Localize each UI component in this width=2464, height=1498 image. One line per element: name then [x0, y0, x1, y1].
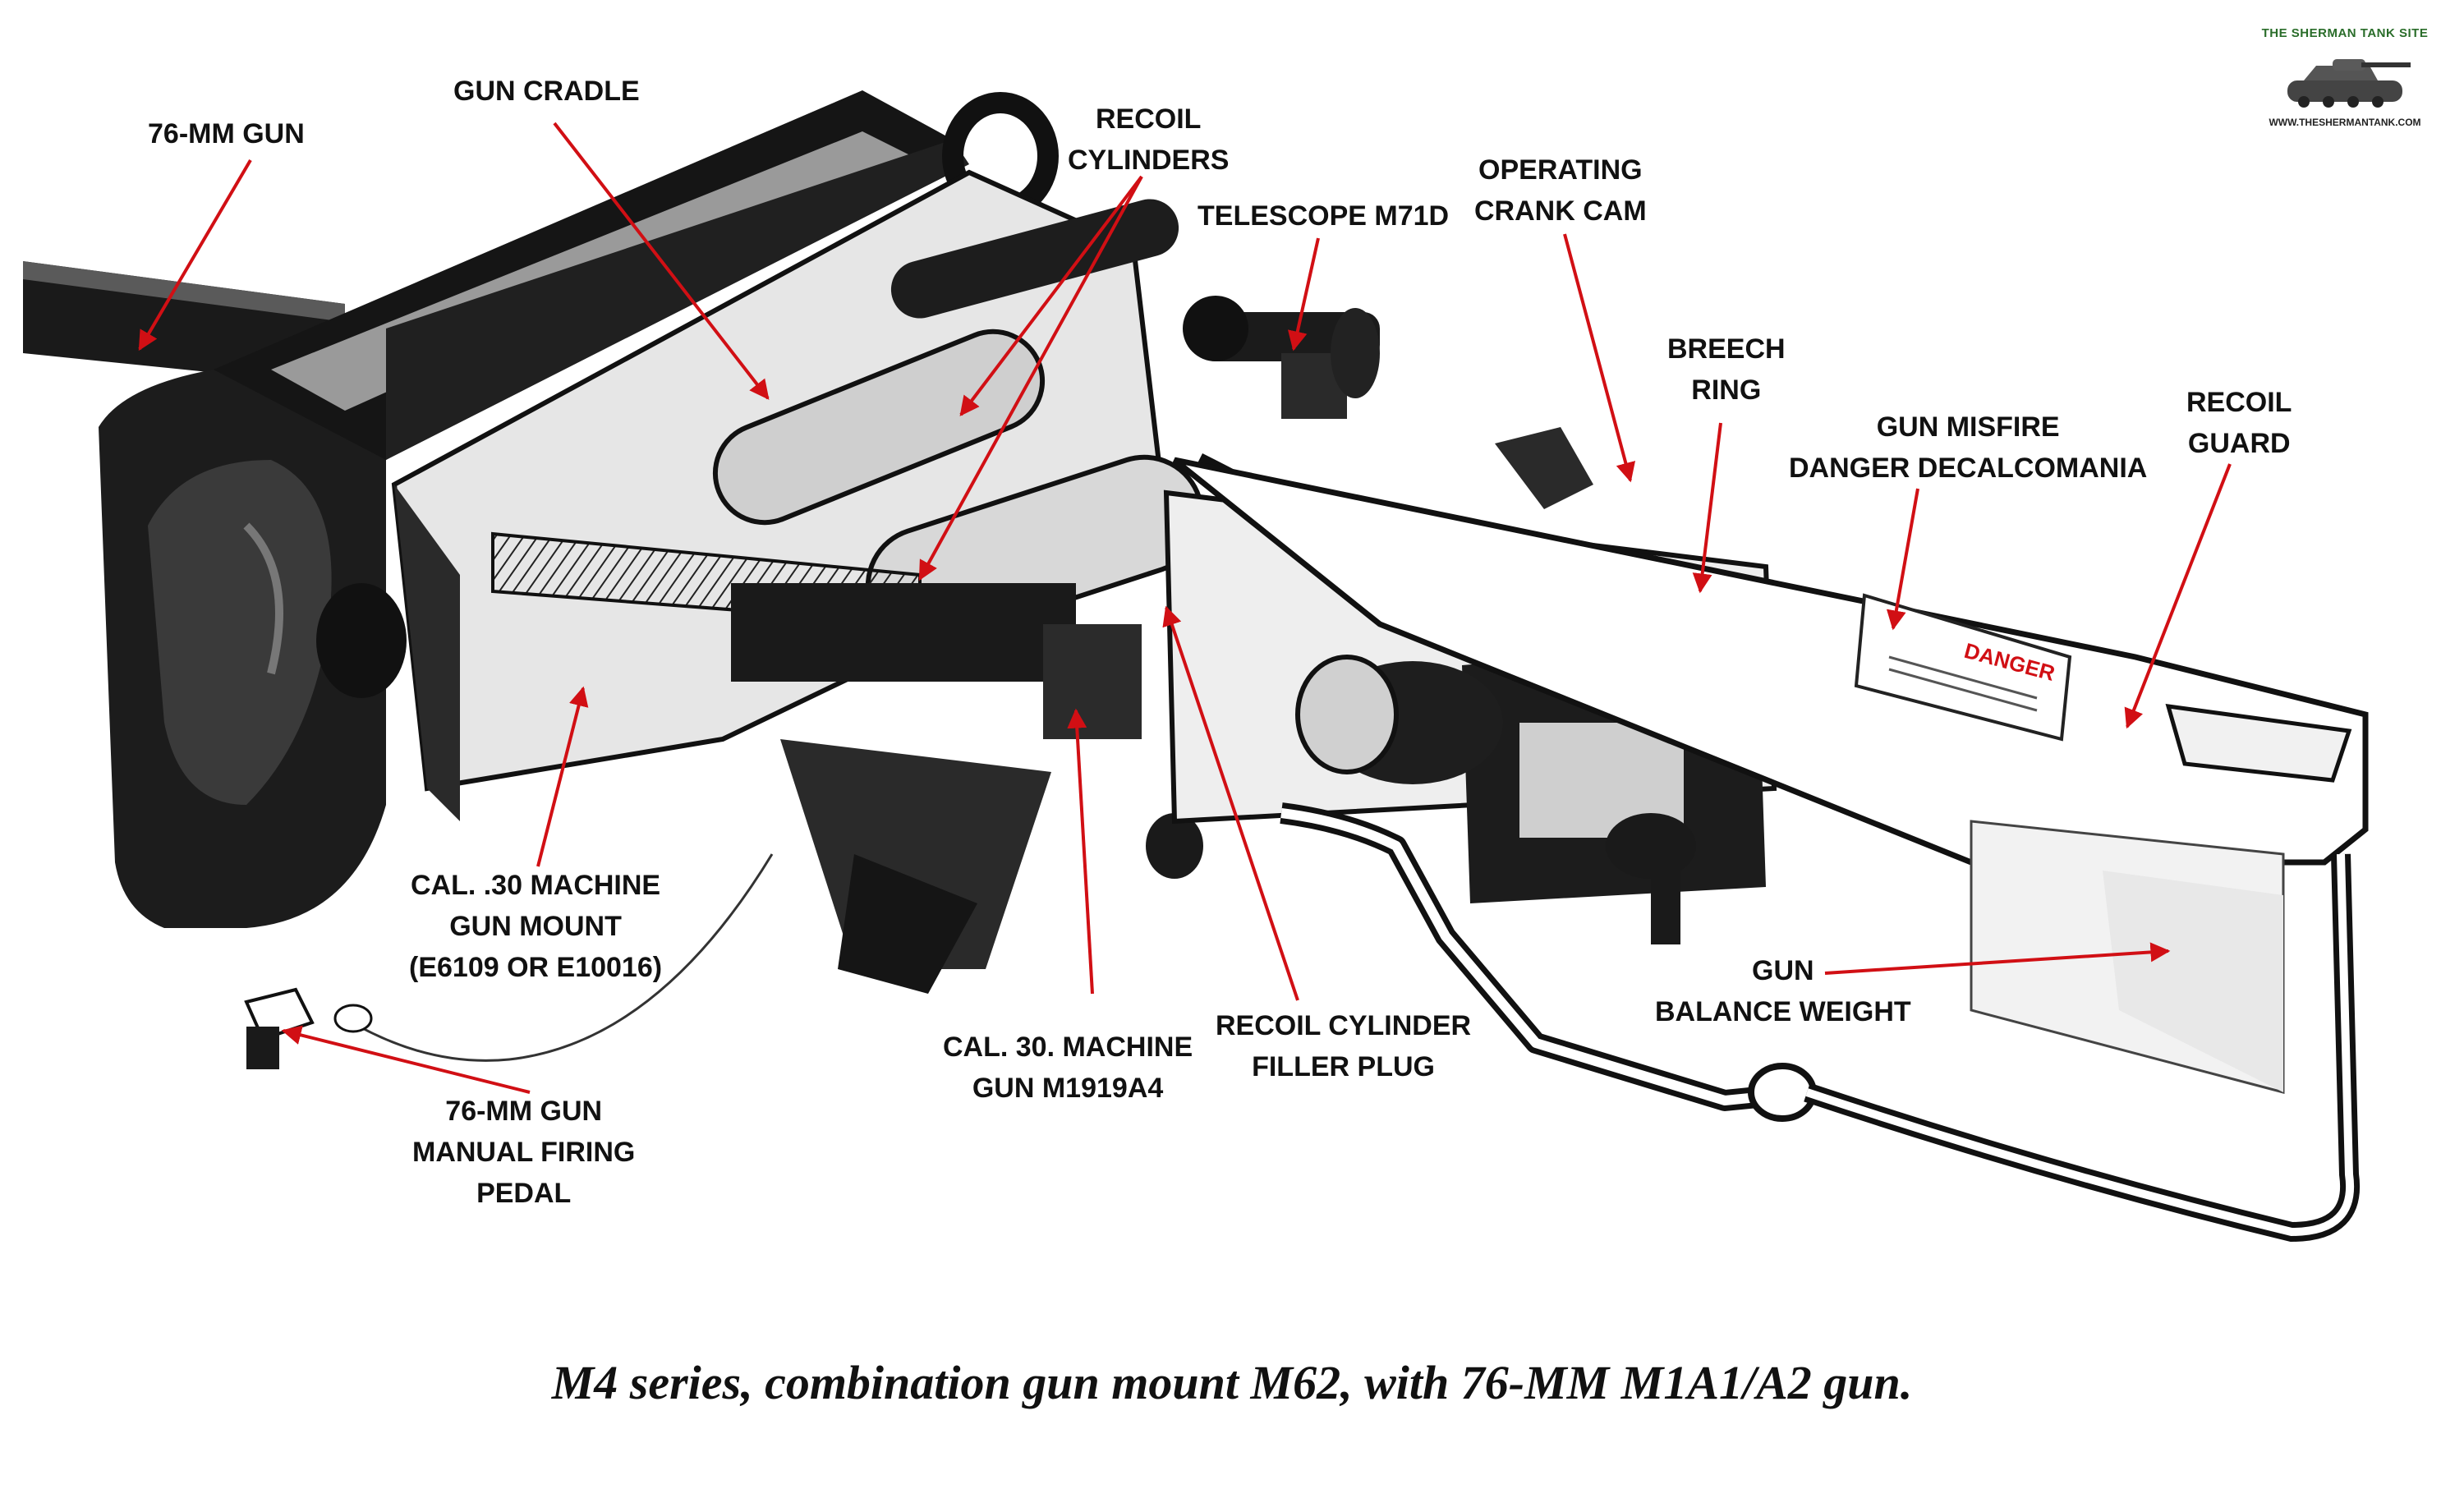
- arrow-gun-cradle: [553, 122, 770, 400]
- logo-title: THE SHERMAN TANK SITE: [2261, 26, 2429, 40]
- front-shield: [99, 329, 407, 928]
- arrow-breech-ring: [1692, 422, 1722, 594]
- arrow-mg-m1919: [1067, 708, 1094, 995]
- arrow-recoil-cylinders-a: [959, 175, 1143, 416]
- logo-url: WWW.THESHERMANTANK.COM: [2269, 117, 2421, 128]
- label-mg-mount: CAL. .30 MACHINE GUN MOUNT (E6109 OR E10…: [409, 870, 663, 983]
- balance-weight-rod: [1280, 802, 2361, 1243]
- label-gun-cradle: GUN CRADLE: [453, 76, 640, 107]
- arrow-filler-plug: [1162, 605, 1299, 1001]
- machine-gun: [491, 531, 1203, 994]
- tank-icon: [2287, 59, 2411, 108]
- label-filler-plug: RECOIL CYLINDER FILLER PLUG: [1216, 1010, 1472, 1082]
- label-mg-m1919: CAL. 30. MACHINE GUN M1919A4: [943, 1032, 1193, 1104]
- figure-caption: M4 series, combination gun mount M62, wi…: [551, 1356, 1913, 1409]
- cradle-beam: [214, 90, 969, 460]
- arrow-firing-pedal: [281, 1025, 531, 1094]
- telescope: [1183, 296, 1380, 419]
- annotation-arrows: [138, 122, 2232, 1094]
- label-breech-ring: BREECH RING: [1667, 333, 1786, 406]
- site-logo: THE SHERMAN TANK SITE WWW.THESHERMANTANK…: [2246, 26, 2443, 137]
- label-recoil-cylinders: RECOIL CYLINDERS: [1068, 103, 1230, 176]
- label-telescope: TELESCOPE M71D: [1198, 200, 1450, 232]
- arrow-recoil-guard: [2124, 463, 2232, 729]
- arrow-operating-crank-cam: [1563, 233, 1636, 483]
- arrow-recoil-cylinders-b: [918, 176, 1143, 581]
- recoil-guard: [1172, 457, 2369, 1094]
- arrow-mg-mount: [536, 686, 589, 867]
- label-recoil-guard: RECOIL GUARD: [2186, 387, 2292, 459]
- arrow-balance-weight: [1824, 942, 2171, 975]
- arrow-gun-misfire: [1886, 488, 1919, 631]
- label-balance-weight: GUN BALANCE WEIGHT: [1655, 955, 1911, 1027]
- danger-decal: DANGER: [1854, 593, 2072, 742]
- arrow-telescope: [1287, 237, 1320, 352]
- label-operating-crank-cam: OPERATING CRANK CAM: [1474, 154, 1647, 227]
- label-firing-pedal: 76-MM GUN MANUAL FIRING PEDAL: [412, 1096, 636, 1209]
- arrow-76mm-gun: [138, 159, 252, 352]
- label-gun-misfire: GUN MISFIRE DANGER DECALCOMANIA: [1789, 411, 2148, 484]
- label-76mm-gun: 76-MM GUN: [148, 118, 305, 149]
